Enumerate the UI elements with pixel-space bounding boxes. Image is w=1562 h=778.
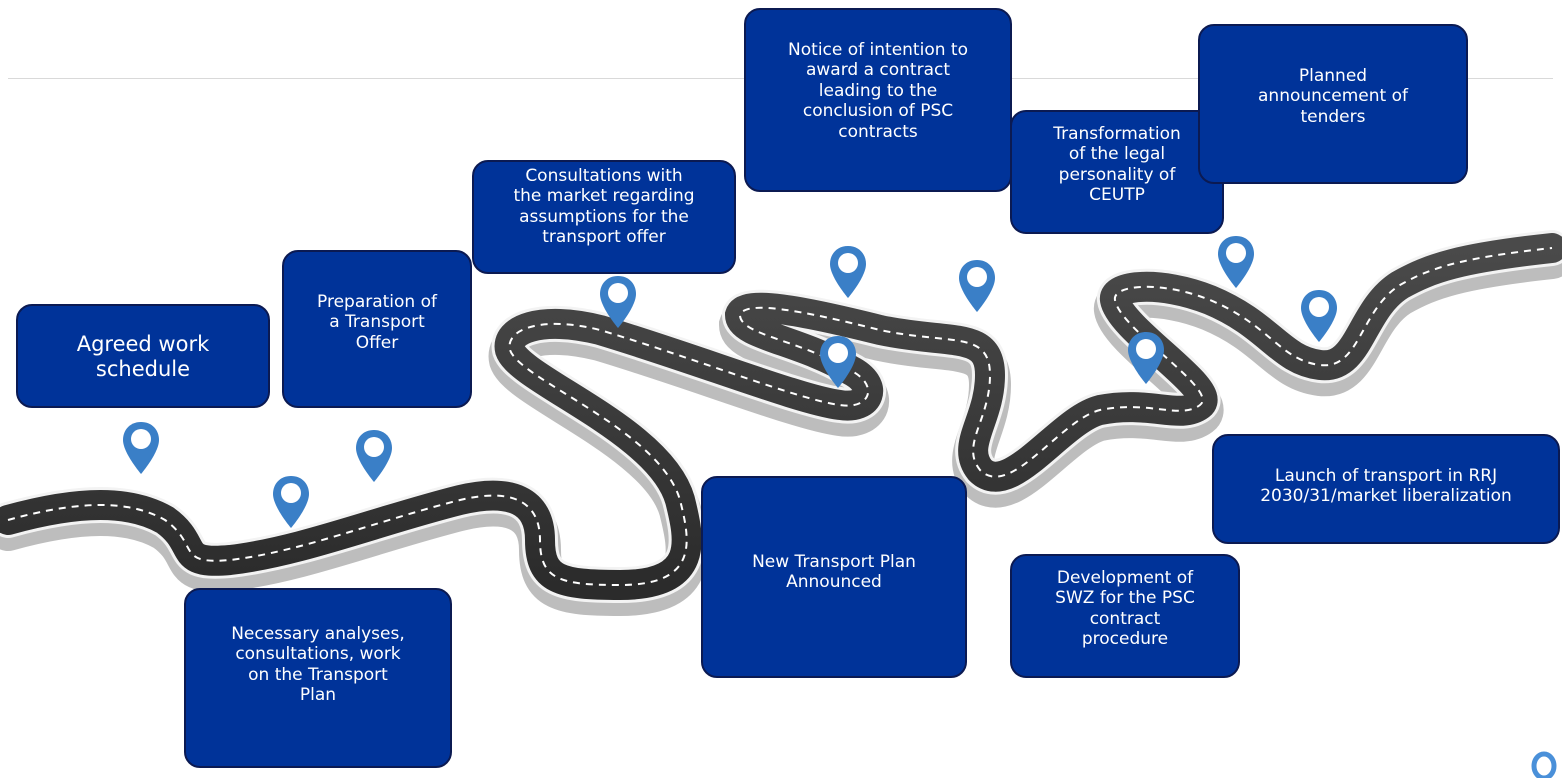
location-pin-icon [959,260,995,312]
milestone-box-2: Necessary analyses, consultations, work … [184,588,452,768]
location-pin-icon [356,430,392,482]
milestone-box-6: Notice of intention to award a contract … [744,8,1012,192]
location-pin-icon [273,476,309,528]
milestone-box-8: Development of SWZ for the PSC contract … [1010,554,1240,678]
location-pin-icon [123,422,159,474]
location-pin-icon [600,276,636,328]
milestone-text-1: Agreed work schedule [76,332,210,382]
milestone-box-1: Agreed work schedule [16,304,270,408]
milestone-box-9: Planned announcement of tenders [1198,24,1468,184]
location-pin-icon [820,336,856,388]
location-pin-icon [1128,332,1164,384]
milestone-text-4: Consultations with the market regarding … [513,166,695,248]
milestone-text-10: Launch of transport in RRJ 2030/31/marke… [1260,466,1512,507]
milestone-text-5: New Transport Plan Announced [752,552,916,593]
milestone-box-5: New Transport Plan Announced [701,476,967,678]
location-pin-icon [830,246,866,298]
milestone-text-6: Notice of intention to award a contract … [788,40,968,142]
location-pin-icon [1218,236,1254,288]
corner-loop-icon [1531,751,1557,778]
milestone-box-10: Launch of transport in RRJ 2030/31/marke… [1212,434,1560,544]
milestone-box-7: Transformation of the legal personality … [1010,110,1224,234]
location-pin-icon [1301,290,1337,342]
milestone-text-3: Preparation of a Transport Offer [317,292,437,353]
road-surface [0,230,1562,604]
milestone-text-7: Transformation of the legal personality … [1053,124,1181,206]
milestone-text-8: Development of SWZ for the PSC contract … [1055,568,1195,650]
milestone-box-4: Consultations with the market regarding … [472,160,736,274]
milestone-text-9: Planned announcement of tenders [1258,66,1408,127]
milestone-text-2: Necessary analyses, consultations, work … [231,624,405,706]
milestone-box-3: Preparation of a Transport Offer [282,250,472,408]
